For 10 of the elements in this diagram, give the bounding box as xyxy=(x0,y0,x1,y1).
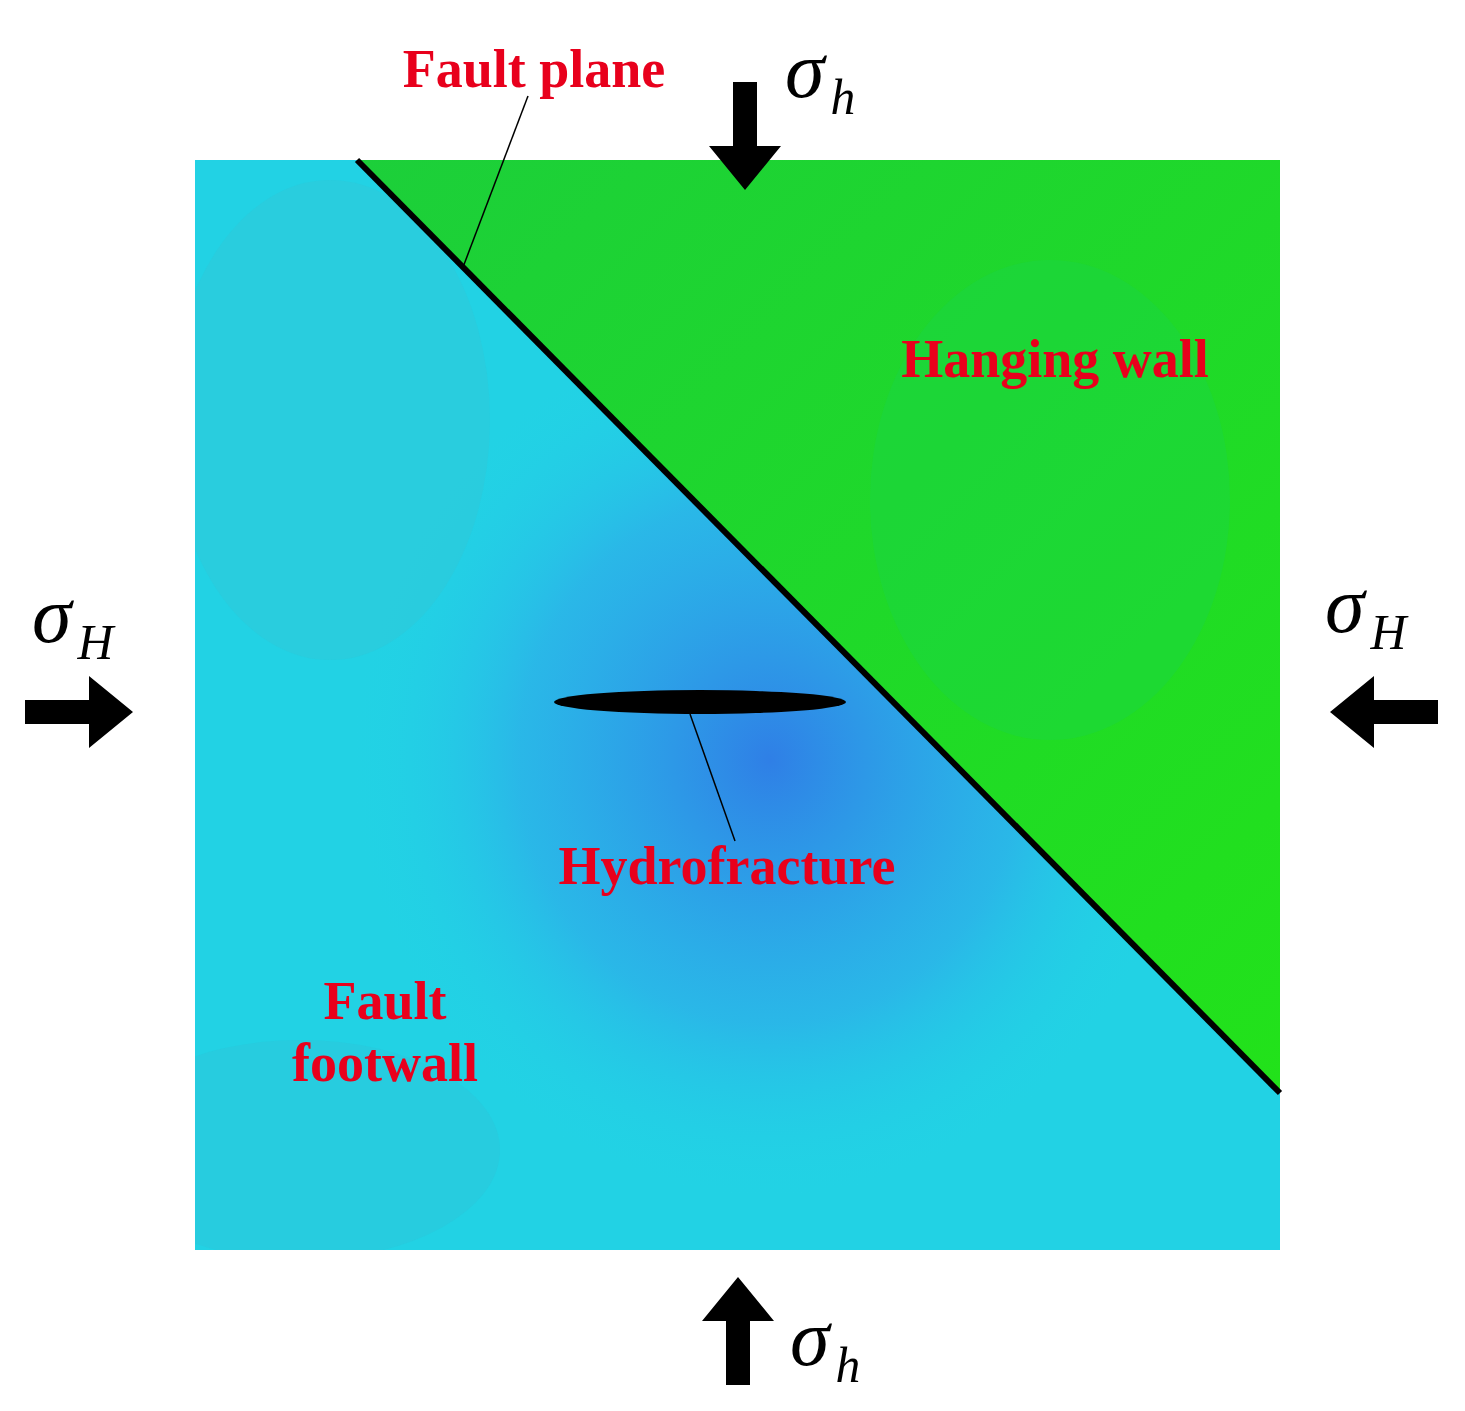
stress-symbol: σ$_{h}$ xyxy=(785,30,856,128)
stress-symbol: σ$_{H}$ xyxy=(1325,565,1407,663)
region-label: Fault footwall xyxy=(291,970,479,1094)
leader-line xyxy=(689,713,736,842)
region-label: Hanging wall xyxy=(900,328,1210,390)
stress-symbol: σ$_{h}$ xyxy=(790,1298,861,1396)
callout-label: Fault plane xyxy=(378,38,690,100)
callout-label: Hydrofracture xyxy=(522,835,932,897)
stress-symbol: σ$_{H}$ xyxy=(32,575,114,673)
leader-line xyxy=(462,95,529,268)
